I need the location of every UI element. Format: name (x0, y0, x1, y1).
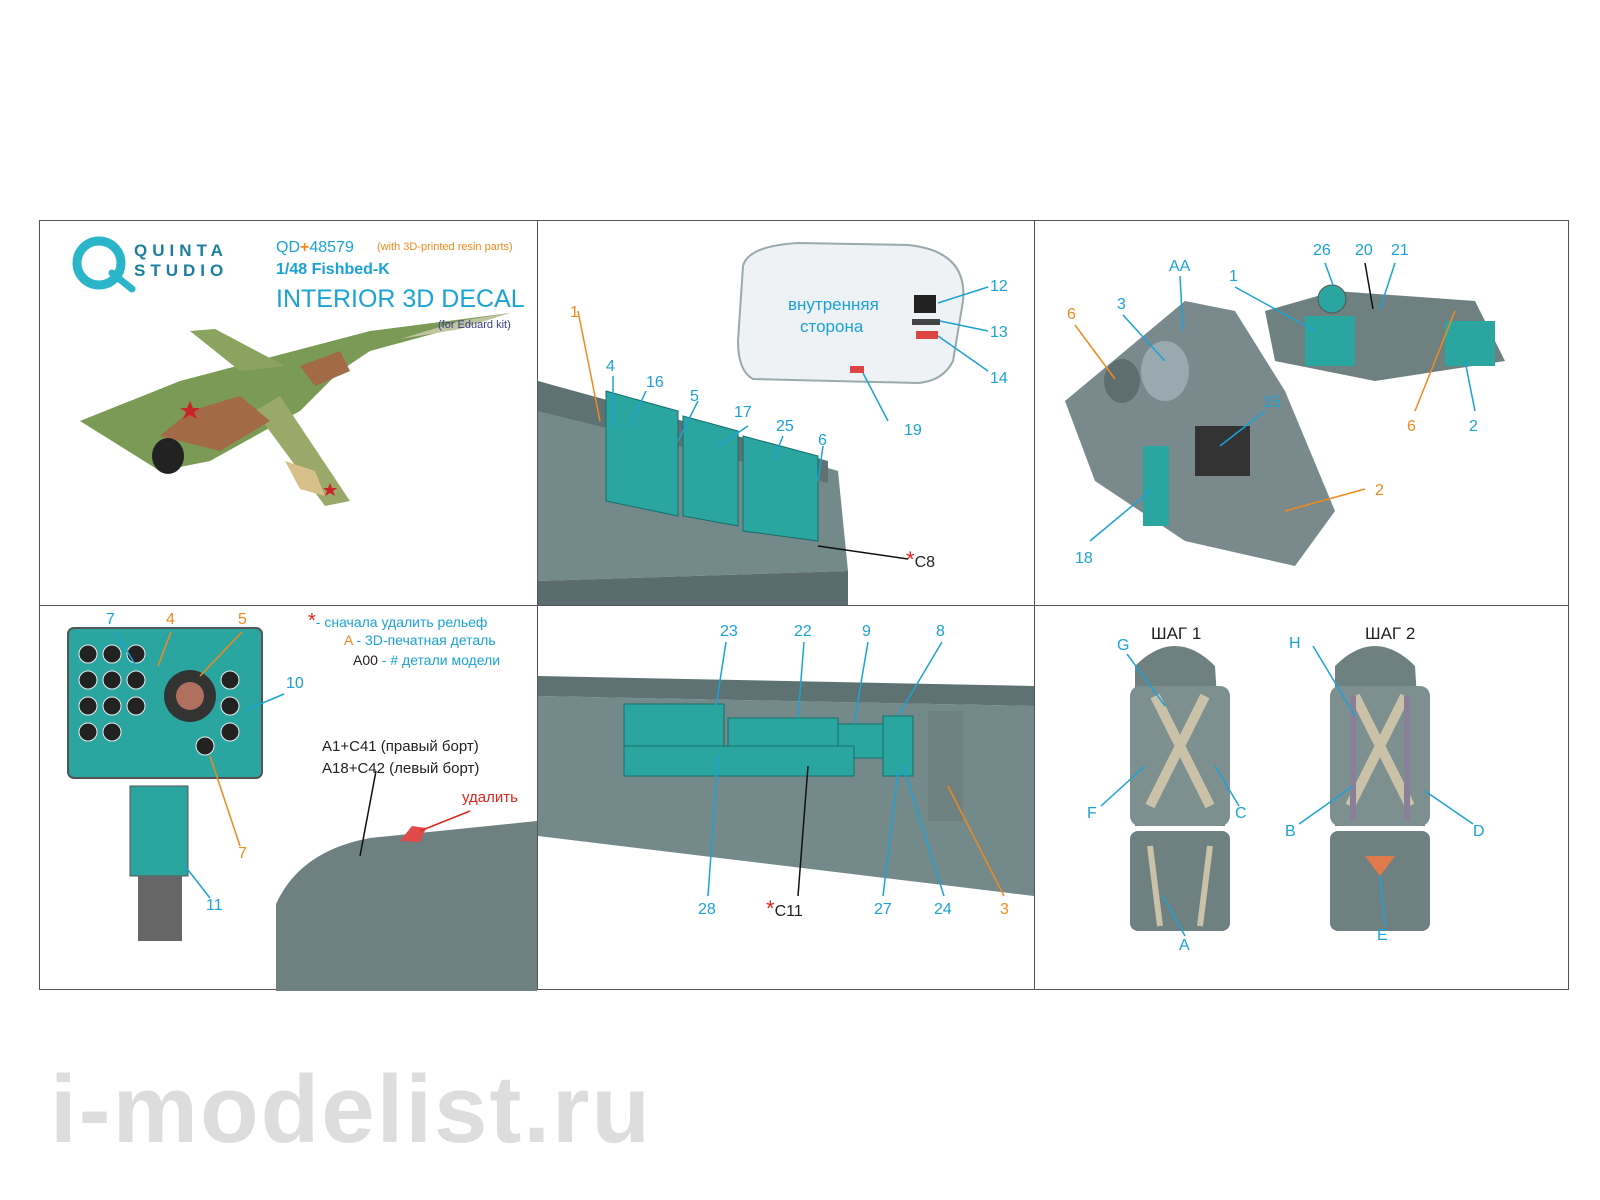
callout-4b: 4 (166, 611, 175, 628)
callout-4: 4 (606, 358, 615, 375)
panel-seat-belts: ШАГ 1 ШАГ 2 G F C A H B D E (1035, 606, 1570, 991)
callout-6-right: 6 (1407, 418, 1416, 435)
callout-28: 28 (698, 901, 716, 918)
remove-relief-star-icon: * (906, 547, 915, 572)
callout-22: 22 (794, 623, 812, 640)
callout-7-top: 7 (106, 611, 115, 628)
callout-aa: AA (1169, 258, 1191, 275)
callout-5: 5 (690, 388, 699, 405)
callout-16: 16 (646, 374, 664, 391)
step1-label: ШАГ 1 (1151, 624, 1202, 643)
callout-25: 25 (776, 418, 794, 435)
callout-2-blue: 2 (1469, 418, 1478, 435)
right-console-illustration-icon (538, 641, 1034, 897)
callout-6: 6 (818, 432, 827, 449)
product-code: QD+48579 (276, 239, 354, 257)
side-note-right: A1+C41 (правый борт) (322, 738, 479, 755)
ref-c8: *C8 (906, 547, 936, 572)
kit-note: (for Eduard kit) (438, 319, 511, 331)
callout-h: H (1289, 635, 1301, 652)
callout-c: C (1235, 805, 1247, 822)
aircraft-illustration-icon (80, 313, 510, 506)
product-code-number: 48579 (309, 239, 354, 256)
callout-2-orange: 2 (1375, 482, 1384, 499)
callout-6-left: 6 (1067, 306, 1076, 323)
instruction-sheet: QUINTA STUDIO QD+48579 (with 3D-printed … (39, 220, 1570, 991)
remove-label: удалить (462, 789, 518, 806)
seat-step1-icon (1130, 646, 1230, 931)
callout-23: 23 (720, 623, 738, 640)
callout-e: E (1377, 927, 1388, 944)
callout-3: 3 (1117, 296, 1126, 313)
remove-relief-star-icon-2: * (766, 896, 775, 921)
panel-side-console: внутренняя сторона 1 4 16 5 17 25 6 12 1… (538, 221, 1034, 605)
callout-5b: 5 (238, 611, 247, 628)
callout-3b: 3 (1000, 901, 1009, 918)
callout-1: 1 (570, 304, 579, 321)
callout-1b: 1 (1229, 268, 1238, 285)
callout-f: F (1087, 805, 1097, 822)
divider-horizontal (40, 605, 1568, 606)
callout-g: G (1117, 637, 1130, 654)
callout-a: A (1179, 937, 1190, 954)
callout-b: B (1285, 823, 1296, 840)
legend-star: *- сначала удалить рельеф (308, 610, 488, 632)
ejection-seat-illustration-icon (1100, 645, 1474, 937)
callout-17: 17 (734, 404, 752, 421)
brand-logo-icon (72, 236, 510, 506)
callout-20: 20 (1355, 242, 1373, 259)
panel-instrument: 7 4 5 10 7 11 *- сначала удалить рельеф … (40, 606, 537, 991)
product-code-prefix: QD (276, 239, 300, 256)
callout-13: 13 (990, 324, 1008, 341)
callout-9: 9 (862, 623, 871, 640)
callout-10: 10 (286, 675, 304, 692)
callout-14: 14 (990, 370, 1008, 387)
legend-star-icon: * (308, 610, 316, 632)
legend-printed-part: A - 3D-печатная деталь (344, 632, 496, 648)
instrument-panel-illustration-icon (67, 627, 537, 991)
cockpit-tub-illustration-icon (1065, 262, 1505, 566)
main-title: INTERIOR 3D DECAL (276, 285, 525, 313)
panel-cockpit-tub: 26 20 21 1 3 AA 6 6 2 15 2 18 (1035, 221, 1570, 605)
callout-24: 24 (934, 901, 952, 918)
brand-name-line1: QUINTA (134, 241, 228, 260)
callout-26: 26 (1313, 242, 1331, 259)
panel-title: QUINTA STUDIO QD+48579 (with 3D-printed … (40, 221, 537, 605)
resin-note: (with 3D-printed resin parts) (377, 241, 513, 253)
side-console-illustration-icon (538, 241, 989, 605)
side-note-left: A18+C42 (левый борт) (322, 760, 480, 777)
scale-title: 1/48 Fishbed-K (276, 261, 390, 278)
callout-18: 18 (1075, 550, 1093, 567)
callout-11: 11 (206, 897, 223, 914)
callout-19: 19 (904, 422, 922, 439)
legend-model-part: A00 - # детали модели (353, 652, 501, 668)
callout-12: 12 (990, 278, 1008, 295)
panel-right-console: 23 22 9 8 28 *C11 27 24 3 (538, 606, 1034, 991)
ref-c11: *C11 (766, 896, 803, 921)
callout-d: D (1473, 823, 1485, 840)
step2-label: ШАГ 2 (1365, 624, 1416, 643)
callout-27: 27 (874, 901, 892, 918)
brand-name-line2: STUDIO (134, 261, 229, 280)
seat-step2-icon (1330, 646, 1430, 931)
callout-8: 8 (936, 623, 945, 640)
callout-7-bottom: 7 (238, 845, 247, 862)
canopy-inner-side-line2: сторона (800, 317, 864, 336)
canopy-inner-side-line1: внутренняя (788, 295, 879, 314)
product-code-plus: + (300, 239, 310, 256)
callout-15: 15 (1263, 394, 1281, 411)
callout-21: 21 (1391, 242, 1409, 259)
watermark-text: i-modelist.ru (50, 1056, 653, 1163)
